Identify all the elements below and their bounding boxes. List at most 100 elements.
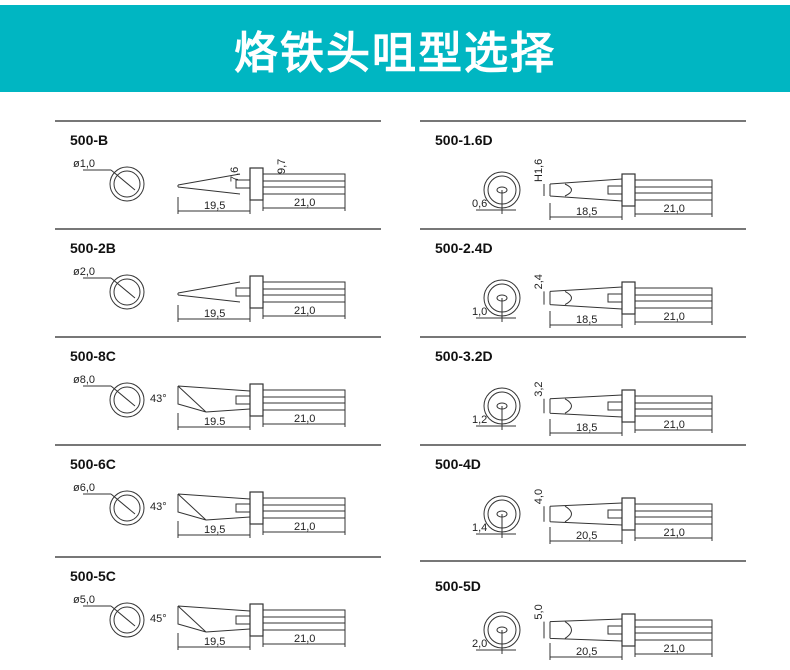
diameter-leader — [110, 493, 136, 515]
diameter-leader — [110, 169, 136, 191]
end-view-outer-circle — [109, 382, 145, 418]
collar — [621, 281, 636, 315]
width-label: 3,2 — [533, 382, 545, 397]
page-title: 烙铁头咀型选择 — [234, 27, 556, 79]
shank-length-dim-label: 21,0 — [294, 633, 315, 645]
diameter-label: ø5,0 — [73, 594, 95, 606]
end-view-inner-circle — [113, 278, 141, 306]
diameter-label: ø2,0 — [73, 266, 95, 278]
tip-length-dim-label: 19,5 — [204, 636, 225, 648]
collar — [621, 613, 636, 647]
tip-length-dim-label: 18,5 — [576, 314, 597, 326]
tip-length-dim-label: 18,5 — [576, 422, 597, 434]
tip-length-dim-label: 20,5 — [576, 646, 597, 658]
tip-length-dim-label: 19,5 — [204, 308, 225, 320]
collar — [249, 603, 264, 637]
tip-length-dim-label: 19,5 — [204, 524, 225, 536]
shank-length-dim-label: 21,0 — [294, 521, 315, 533]
shank — [262, 389, 346, 411]
end-view-inner-circle — [113, 494, 141, 522]
tip-drawing: ø2,0 19,5 21,0 — [73, 266, 346, 322]
collar — [249, 167, 264, 201]
tip-drawing: ø1,0 9,7 7,6 19,5 21,0 — [73, 158, 346, 214]
end-view-outer-circle — [109, 602, 145, 638]
diameter-leader — [110, 385, 136, 407]
stub — [607, 293, 623, 303]
tip-model: 500-8C — [70, 348, 116, 364]
shank-length-dim-label: 21,0 — [664, 643, 685, 655]
width-label: H1,6 — [533, 159, 545, 182]
angle-label: 45° — [150, 613, 167, 625]
tip-length-dim-label: 18,5 — [576, 206, 597, 218]
collar — [621, 389, 636, 423]
thickness-label: 2,0 — [472, 638, 487, 650]
tip-length-dim-label: 19,5 — [204, 200, 225, 212]
collar-dim-label: 9,7 — [276, 159, 288, 174]
tip-card: 500-B ø1,0 9,7 7,6 19,5 21,0 — [55, 120, 381, 230]
tip-model: 500-2.4D — [435, 240, 493, 256]
end-view-inner-circle — [113, 606, 141, 634]
thickness-label: 1,0 — [472, 306, 487, 318]
tip-card: 500-5C ø5,0 45° 19,5 21,0 — [55, 556, 381, 666]
tip-body — [549, 502, 623, 526]
diameter-label: ø8,0 — [73, 374, 95, 386]
header-banner: 烙铁头咀型选择 — [0, 5, 790, 92]
shank — [262, 497, 346, 519]
shank-length-dim-label: 21,0 — [294, 305, 315, 317]
shank — [262, 173, 346, 195]
shank — [262, 281, 346, 303]
tip-card: 500-1.6D 0,6 H1,6 18,5 21,0 — [420, 120, 746, 230]
stub — [607, 401, 623, 411]
shank-length-dim-label: 21,0 — [664, 527, 685, 539]
tip-body — [549, 618, 623, 642]
collar — [621, 173, 636, 207]
stub — [235, 395, 251, 405]
tip-body — [549, 394, 623, 418]
diameter-label: ø1,0 — [73, 158, 95, 170]
angle-label: 43° — [150, 393, 167, 405]
tip-model: 500-5C — [70, 568, 116, 584]
end-view-outer-circle — [109, 490, 145, 526]
tip-body — [177, 605, 251, 633]
width-label: 5,0 — [533, 604, 545, 619]
collar — [249, 491, 264, 525]
angle-label: 43° — [150, 501, 167, 513]
thickness-label: 1,2 — [472, 414, 487, 426]
tip-model: 500-6C — [70, 456, 116, 472]
shank — [262, 609, 346, 631]
shank — [634, 395, 713, 417]
tip-body — [177, 385, 251, 413]
diameter-leader — [110, 605, 136, 627]
tip-model: 500-B — [70, 132, 109, 148]
tip-drawing: ø5,0 45° 19,5 21,0 — [73, 594, 346, 650]
tip-body — [177, 493, 251, 521]
tip-model: 500-1.6D — [435, 132, 493, 148]
width-label: 2,4 — [533, 274, 545, 289]
cone-dim-label: 7,6 — [229, 167, 241, 182]
shank-length-dim-label: 21,0 — [294, 197, 315, 209]
diameter-leader — [110, 277, 136, 299]
end-view-inner-circle — [113, 170, 141, 198]
shank-length-dim-label: 21,0 — [664, 203, 685, 215]
tip-drawing: 0,6 H1,6 18,5 21,0 — [472, 159, 713, 220]
tip-length-dim-label: 20,5 — [576, 530, 597, 542]
shank — [634, 503, 713, 525]
thickness-label: 0,6 — [472, 198, 487, 210]
stub — [235, 615, 251, 625]
stub — [235, 287, 251, 297]
collar — [621, 497, 636, 531]
end-view-inner-circle — [113, 386, 141, 414]
tip-body — [177, 281, 241, 303]
shank-length-dim-label: 21,0 — [664, 419, 685, 431]
stub — [235, 503, 251, 513]
